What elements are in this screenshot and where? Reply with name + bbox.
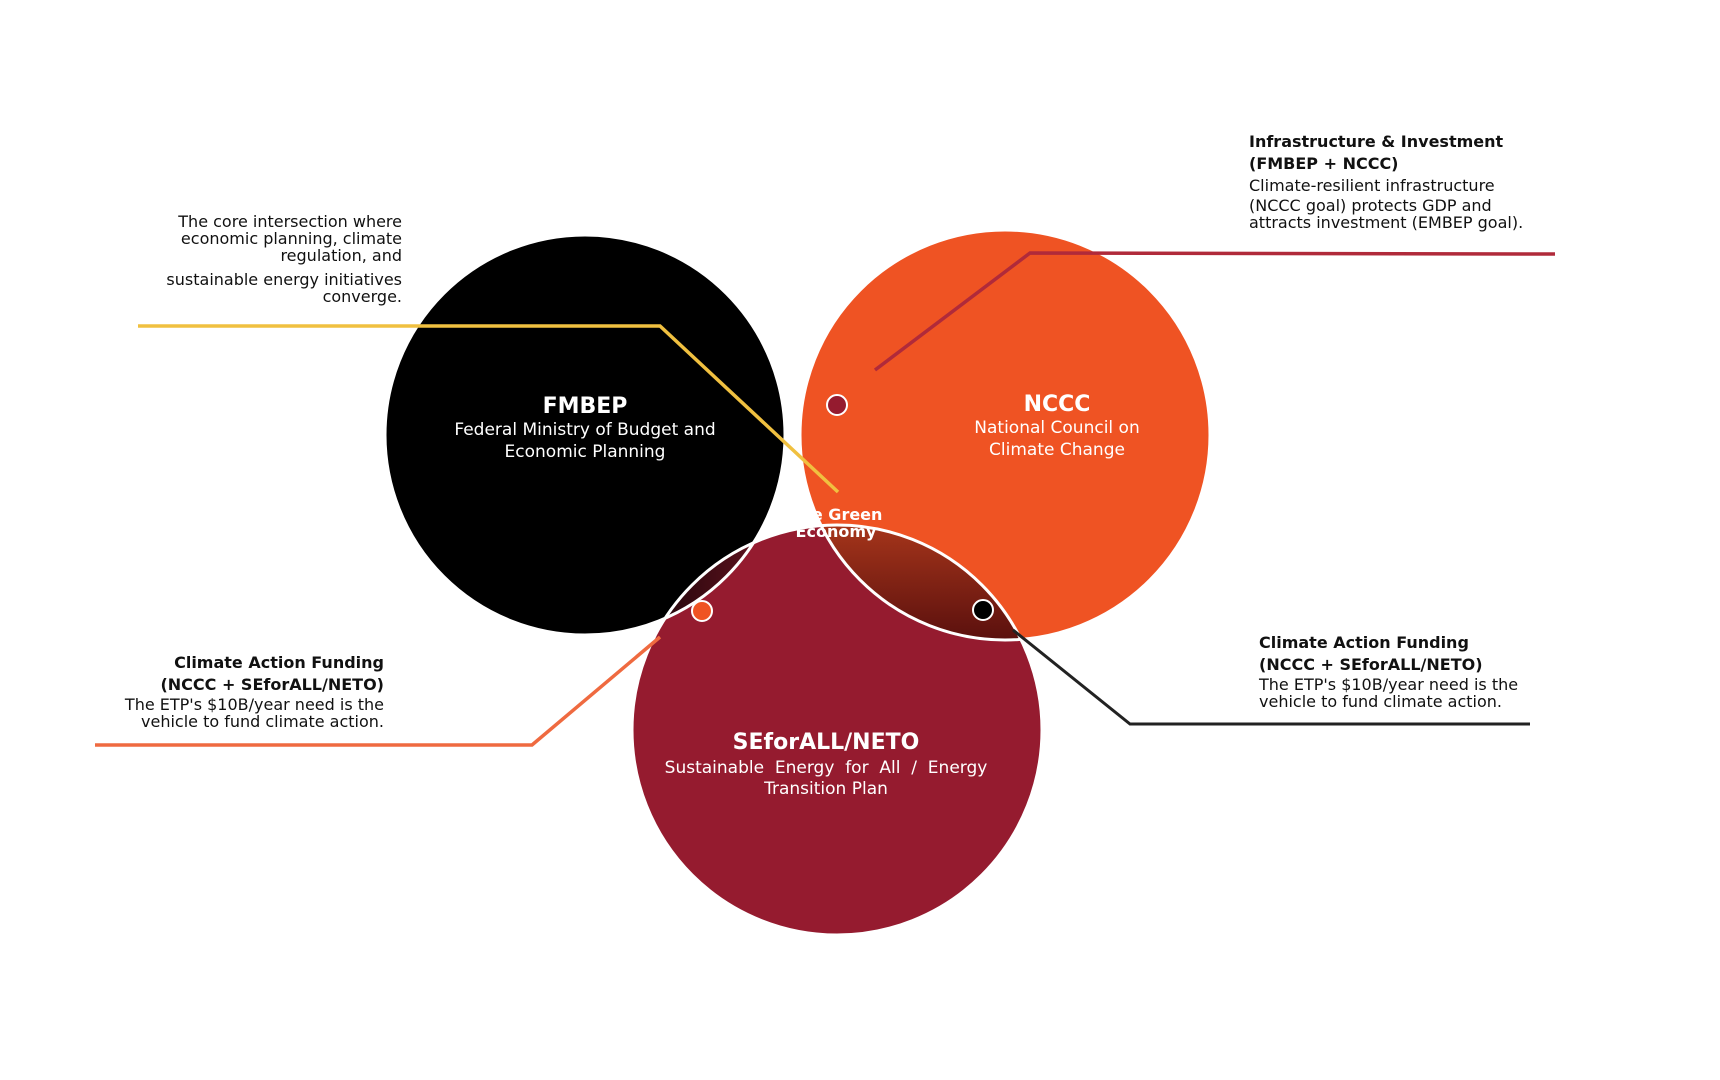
- funding-left-callout-body-line2: vehicle to fund climate action.: [141, 712, 384, 731]
- seforall-subtitle-line2: Transition Plan: [763, 779, 888, 799]
- infrastructure-callout-body-line3: attracts investment (EMBEP goal).: [1249, 213, 1524, 232]
- funding-right-callout-subtitle: (NCCC + SEforALL/NETO): [1259, 655, 1483, 674]
- funding-right-callout: Climate Action Funding (NCCC + SEforALL/…: [1259, 632, 1619, 710]
- funding-left-callout: Climate Action Funding (NCCC + SEforALL/…: [60, 652, 384, 730]
- fmbep-subtitle-line1: Federal Ministry of Budget and: [454, 420, 715, 440]
- marker-fmbep-nccc: [826, 394, 848, 416]
- funding-right-callout-body-line2: vehicle to fund climate action.: [1259, 692, 1502, 711]
- funding-right-callout-title: Climate Action Funding: [1259, 633, 1469, 652]
- nccc-subtitle-line1: National Council on: [974, 418, 1139, 438]
- core-callout-line3: regulation, and: [280, 246, 402, 265]
- core-leader-line: [138, 324, 840, 494]
- nccc-outline: [798, 228, 1212, 642]
- marker-fmbep-seforall: [691, 600, 713, 622]
- core-callout-line4: sustainable energy initiatives: [166, 270, 402, 289]
- core-callout: The core intersection where economic pla…: [112, 213, 402, 305]
- center-label-line1: The Green: [790, 505, 883, 524]
- fmbep-outline: [383, 233, 787, 637]
- nccc-subtitle-line2: Climate Change: [989, 440, 1125, 460]
- infrastructure-leader-line: [873, 251, 1556, 372]
- center-label-line2: Economy: [796, 522, 877, 541]
- infrastructure-callout-body-line2: (NCCC goal) protects GDP and: [1249, 196, 1492, 215]
- seforall-outline: [630, 523, 1044, 937]
- nccc-title: NCCC: [1024, 392, 1091, 417]
- core-callout-line1: The core intersection where: [178, 212, 402, 231]
- fmbep-subtitle-line2: Economic Planning: [505, 442, 666, 462]
- funding-left-leader-line: [95, 635, 662, 747]
- seforall-subtitle-line1: Sustainable Energy for All / Energy: [665, 758, 988, 778]
- fmbep-circle: [385, 235, 785, 635]
- funding-right-leader-line: [1012, 628, 1530, 726]
- seforall-title: SEforALL/NETO: [733, 730, 920, 755]
- infrastructure-callout-subtitle: (FMBEP + NCCC): [1249, 154, 1399, 173]
- infrastructure-callout: Infrastructure & Investment (FMBEP + NCC…: [1249, 131, 1669, 231]
- fmbep-title: FMBEP: [543, 394, 628, 419]
- core-callout-line5: converge.: [322, 287, 402, 306]
- funding-left-callout-subtitle: (NCCC + SEforALL/NETO): [160, 675, 384, 694]
- funding-left-callout-title: Climate Action Funding: [174, 653, 384, 672]
- funding-right-callout-body-line1: The ETP's $10B/year need is the: [1259, 675, 1519, 694]
- marker-nccc-seforall: [972, 599, 994, 621]
- infrastructure-callout-body-line1: Climate-resilient infrastructure: [1249, 176, 1495, 195]
- funding-left-callout-body-line1: The ETP's $10B/year need is the: [124, 695, 384, 714]
- infrastructure-callout-title: Infrastructure & Investment: [1249, 132, 1504, 151]
- core-callout-line2: economic planning, climate: [180, 229, 402, 248]
